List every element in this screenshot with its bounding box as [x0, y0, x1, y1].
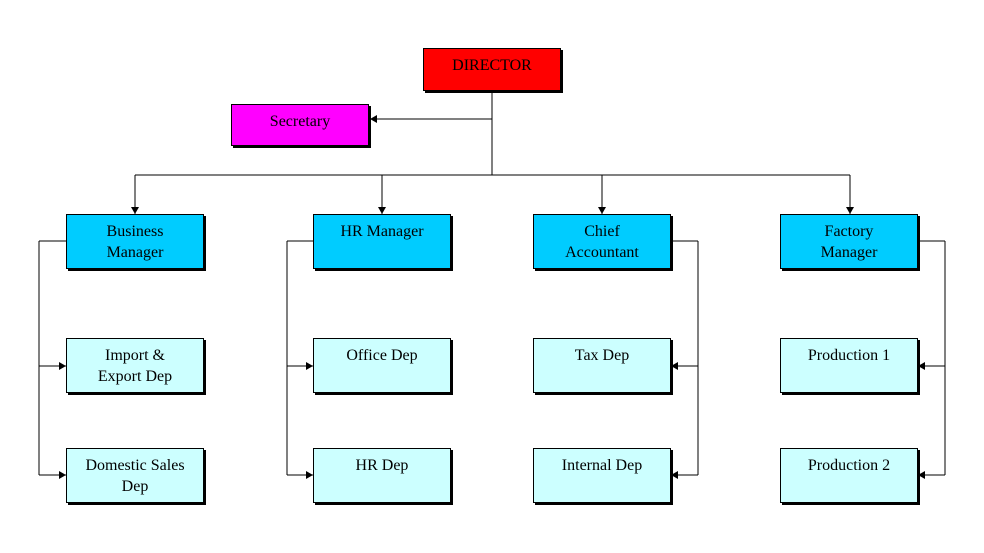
business-manager-box: Business Manager: [66, 214, 204, 269]
domestic-sales-dep-label: Domestic Sales Dep: [85, 457, 185, 495]
hr-dep-box: HR Dep: [313, 448, 451, 503]
business-dept1-arrow: [59, 362, 66, 370]
domestic-sales-dep-box: Domestic Sales Dep: [66, 448, 204, 503]
director-box: DIRECTOR: [423, 48, 561, 91]
chief-accountant-manager-arrow: [598, 207, 606, 214]
internal-dep-box: Internal Dep: [533, 448, 671, 503]
factory-manager-label: Factory Manager: [820, 223, 878, 261]
chief-accountant-dept1-arrow: [671, 362, 678, 370]
factory-dept2-arrow: [918, 471, 925, 479]
hr-manager-label: HR Manager: [340, 223, 424, 240]
import-export-dep-label: Import & Export Dep: [97, 347, 173, 385]
tax-dep-box: Tax Dep: [533, 338, 671, 393]
hr-dept1-arrow: [306, 362, 313, 370]
factory-manager-box: Factory Manager: [780, 214, 918, 269]
chief-accountant-dept2-arrow: [671, 471, 678, 479]
production-1-box: Production 1: [780, 338, 918, 393]
business-manager-label: Business Manager: [106, 223, 164, 261]
hr-manager-box: HR Manager: [313, 214, 451, 269]
hr-dept2-arrow: [306, 471, 313, 479]
factory-dept1-arrow: [918, 362, 925, 370]
hr-dep-label: HR Dep: [355, 457, 409, 474]
chief-accountant-label: Chief Accountant: [565, 223, 639, 261]
office-dep-box: Office Dep: [313, 338, 451, 393]
production-2-label: Production 2: [807, 457, 891, 474]
internal-dep-label: Internal Dep: [561, 457, 643, 474]
factory-manager-arrow: [846, 207, 854, 214]
business-manager-arrow: [131, 207, 139, 214]
production-2-box: Production 2: [780, 448, 918, 503]
production-1-label: Production 1: [807, 347, 891, 364]
secretary-arrow: [370, 115, 377, 123]
director-label: DIRECTOR: [452, 57, 532, 74]
chief-accountant-box: Chief Accountant: [533, 214, 671, 269]
secretary-box: Secretary: [231, 104, 369, 146]
import-export-dep-box: Import & Export Dep: [66, 338, 204, 393]
office-dep-label: Office Dep: [346, 347, 418, 364]
hr-manager-arrow: [378, 207, 386, 214]
tax-dep-label: Tax Dep: [574, 347, 630, 364]
secretary-label: Secretary: [269, 113, 331, 130]
business-dept2-arrow: [59, 471, 66, 479]
